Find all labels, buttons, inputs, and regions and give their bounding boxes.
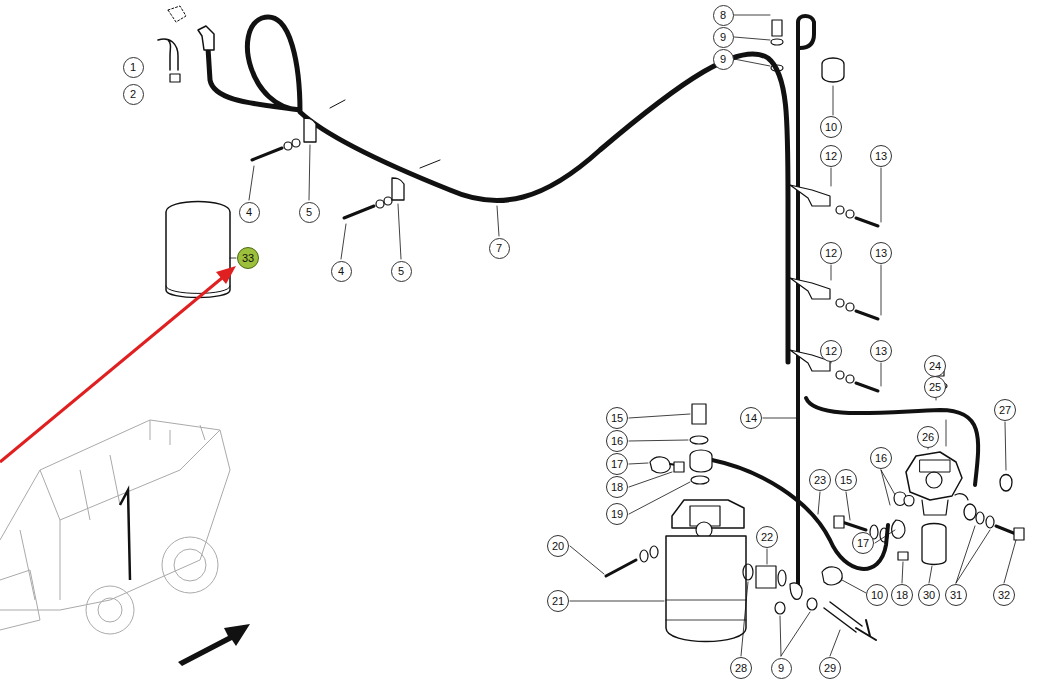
callout-text: 5 (306, 207, 312, 218)
callout-text: 4 (338, 266, 344, 277)
callout-text: 18 (896, 590, 908, 601)
callout-number: 26 (917, 426, 939, 448)
callout-number: 16 (606, 430, 628, 452)
callout-number: 9 (771, 658, 792, 679)
callout-number: 23 (809, 469, 831, 491)
callout-number: 4 (239, 202, 260, 223)
callout-number: 12 (820, 145, 842, 167)
callout-number: 7 (489, 238, 510, 259)
callout-number: 13 (870, 340, 892, 362)
callout-number: 13 (870, 242, 892, 264)
callout-number: 25 (924, 376, 946, 398)
callout-text: 5 (398, 266, 404, 277)
callout-number: 9 (713, 27, 734, 48)
callout-number: 13 (870, 145, 892, 167)
callout-text: 23 (814, 475, 826, 486)
callout-text: 16 (875, 453, 887, 464)
callout-text: 32 (998, 590, 1010, 601)
callout-number: 10 (866, 584, 888, 606)
callout-text: 2 (130, 89, 136, 100)
callout-text: 9 (720, 32, 726, 43)
callout-text: 9 (778, 663, 784, 674)
callout-text: 17 (611, 459, 623, 470)
callout-text: 12 (825, 346, 837, 357)
callout-text: 28 (735, 663, 747, 674)
callout-text: 30 (923, 590, 935, 601)
callout-text: 16 (611, 436, 623, 447)
callout-text: 33 (242, 253, 254, 264)
callout-number: 28 (730, 657, 752, 679)
callout-number: 22 (756, 526, 778, 548)
callout-number: 10 (820, 116, 842, 138)
callout-text: 1 (130, 62, 136, 73)
callout-number: 16 (870, 447, 892, 469)
callout-text: 19 (611, 509, 623, 520)
callout-number: 29 (819, 657, 841, 679)
callout-text: 8 (720, 10, 726, 21)
callout-text: 20 (552, 541, 564, 552)
callout-text: 21 (552, 596, 564, 607)
callout-text: 12 (825, 248, 837, 259)
callout-number: 2 (123, 84, 144, 105)
callout-text: 17 (857, 538, 869, 549)
callout-text: 7 (496, 243, 502, 254)
callout-number: 14 (740, 407, 762, 429)
callout-number: 33 (237, 247, 259, 269)
callout-number: 5 (299, 202, 320, 223)
callout-text: 13 (875, 151, 887, 162)
callout-text: 29 (824, 663, 836, 674)
callout-number: 12 (820, 340, 842, 362)
callout-number: 15 (606, 407, 628, 429)
callout-text: 27 (999, 405, 1011, 416)
callout-text: 12 (825, 151, 837, 162)
callout-number: 12 (820, 242, 842, 264)
callout-text: 10 (871, 590, 883, 601)
callout-number: 27 (994, 399, 1016, 421)
callout-number: 20 (547, 535, 569, 557)
callout-number: 32 (993, 584, 1015, 606)
callout-text: 15 (611, 413, 623, 424)
callout-number: 4 (331, 261, 352, 282)
callout-text: 26 (922, 432, 934, 443)
callout-number: 9 (713, 49, 734, 70)
callout-number: 18 (891, 584, 913, 606)
callout-text: 4 (246, 207, 252, 218)
callout-text: 9 (720, 54, 726, 65)
callout-number: 30 (918, 584, 940, 606)
callout-number: 1 (123, 57, 144, 78)
callout-text: 18 (611, 482, 623, 493)
callout-text: 15 (840, 475, 852, 486)
callout-text: 25 (929, 382, 941, 393)
callout-number: 5 (391, 261, 412, 282)
callout-text: 22 (761, 532, 773, 543)
callout-text: 13 (875, 248, 887, 259)
callout-number: 21 (547, 590, 569, 612)
callout-text: 24 (929, 361, 941, 372)
callout-number: 8 (713, 5, 734, 26)
callout-number: 18 (606, 476, 628, 498)
callout-number: 31 (945, 584, 967, 606)
callout-text: 10 (825, 122, 837, 133)
callout-number: 17 (606, 453, 628, 475)
callout-number: 15 (835, 469, 857, 491)
callout-text: 31 (950, 590, 962, 601)
callout-text: 13 (875, 346, 887, 357)
callout-number: 19 (606, 503, 628, 525)
callout-text: 14 (745, 413, 757, 424)
callout-number: 17 (852, 532, 874, 554)
callout-number: 24 (924, 355, 946, 377)
